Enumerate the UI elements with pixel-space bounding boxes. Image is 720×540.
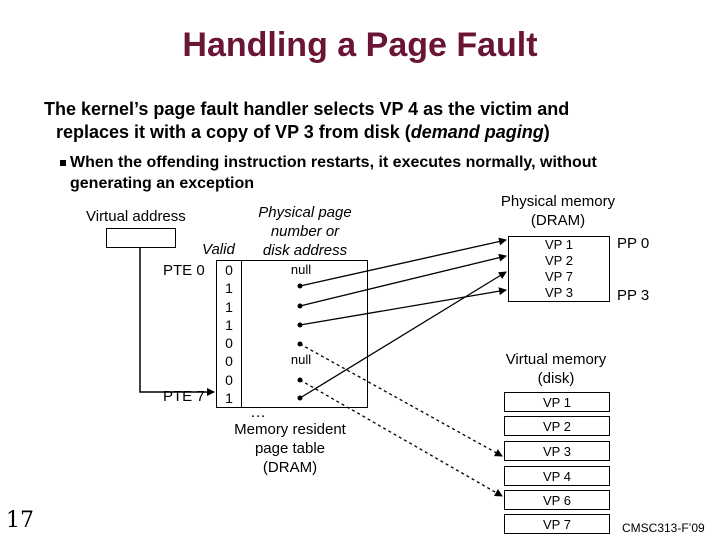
valid-bit: 1 bbox=[225, 280, 233, 297]
ellipsis: … bbox=[250, 404, 266, 421]
physical-memory: VP 1 VP 2 VP 7 VP 3 bbox=[508, 236, 610, 302]
main-bullet: The kernel’s page fault handler selects … bbox=[44, 98, 684, 144]
virtual-memory-label-line1: Virtual memory bbox=[505, 351, 607, 368]
caption-line3: (DRAM) bbox=[262, 459, 318, 476]
valid-bit: 1 bbox=[225, 389, 233, 406]
vm-cell: VP 3 bbox=[504, 441, 610, 461]
pp0-label: PP 0 bbox=[617, 235, 650, 252]
pte2-to-pp1-arrow bbox=[299, 253, 507, 307]
virtual-address-box bbox=[106, 228, 176, 248]
vm-cell: VP 6 bbox=[504, 490, 610, 510]
pte3-to-pp3-arrow bbox=[299, 287, 507, 326]
vm-cell: VP 4 bbox=[504, 466, 610, 486]
ppn-header: Physical page number or disk address bbox=[250, 203, 360, 260]
vm-cell: VP 1 bbox=[504, 392, 610, 412]
physical-memory-label-line2: (DRAM) bbox=[530, 212, 586, 229]
vm-cell-label: VP 7 bbox=[543, 517, 571, 532]
vm-cell-label: VP 6 bbox=[543, 493, 571, 508]
sub-bullet-line2: generating an exception bbox=[70, 175, 255, 192]
vm-cell: VP 7 bbox=[504, 514, 610, 534]
main-bullet-line2-post: ) bbox=[543, 122, 550, 142]
square-bullet-icon bbox=[60, 159, 66, 166]
valid-bit: 1 bbox=[225, 316, 233, 333]
vm-cell-label: VP 1 bbox=[543, 395, 571, 410]
slide-title: Handling a Page Fault bbox=[182, 26, 538, 64]
pte6-to-disk-arrow bbox=[299, 379, 503, 497]
valid-bit: 1 bbox=[225, 298, 233, 315]
physical-memory-label: Physical memory (DRAM) bbox=[488, 192, 628, 230]
caption-line1: Memory resident bbox=[234, 421, 346, 438]
main-bullet-line1: The kernel’s page fault handler selects … bbox=[44, 99, 570, 119]
pm-cell: VP 7 bbox=[545, 269, 573, 284]
sub-bullet: When the offending instruction restarts,… bbox=[60, 152, 700, 194]
course-footer: CMSC313-F’09 bbox=[622, 521, 705, 535]
pte0-null: null bbox=[290, 262, 312, 277]
valid-header: Valid bbox=[202, 241, 235, 258]
ppn-header-line1: Physical page bbox=[258, 204, 352, 221]
pm-cell: VP 1 bbox=[545, 237, 573, 252]
virtual-address-label: Virtual address bbox=[86, 208, 186, 225]
pp3-label: PP 3 bbox=[617, 287, 650, 304]
pte5-null: null bbox=[290, 352, 312, 367]
vm-cell-label: VP 4 bbox=[543, 469, 571, 484]
sub-bullet-line1: When the offending instruction restarts,… bbox=[70, 154, 597, 171]
vm-cell: VP 2 bbox=[504, 416, 610, 436]
pte4-to-disk-arrow bbox=[299, 343, 503, 457]
va-to-pte7-arrow bbox=[139, 248, 215, 396]
virtual-memory-label-line2: (disk) bbox=[537, 370, 575, 387]
pm-cell: VP 2 bbox=[545, 253, 573, 268]
virtual-memory-label: Virtual memory (disk) bbox=[486, 350, 626, 388]
valid-bit: 0 bbox=[225, 335, 233, 351]
ppn-header-line3: disk address bbox=[262, 242, 348, 259]
vm-cell-label: VP 2 bbox=[543, 419, 571, 434]
main-bullet-line2: replaces it with a copy of VP 3 from dis… bbox=[44, 121, 684, 144]
page-table-divider bbox=[241, 261, 242, 407]
caption-line2: page table bbox=[254, 440, 326, 457]
valid-bit: 0 bbox=[225, 262, 233, 278]
valid-bit: 0 bbox=[225, 353, 233, 370]
ppn-header-line2: number or bbox=[270, 223, 340, 240]
page-table-caption: Memory resident page table (DRAM) bbox=[222, 420, 358, 477]
slide-number: 17 bbox=[6, 508, 34, 533]
valid-bit: 0 bbox=[225, 371, 233, 388]
pte0-label: PTE 0 bbox=[163, 262, 205, 279]
pm-cell: VP 3 bbox=[545, 285, 573, 300]
main-bullet-line2-pre: replaces it with a copy of VP 3 from dis… bbox=[56, 122, 411, 142]
vm-cell-label: VP 3 bbox=[543, 444, 571, 459]
demand-paging-emphasis: demand paging bbox=[410, 122, 544, 142]
pte7-to-pp2-arrow bbox=[299, 271, 507, 399]
physical-memory-label-line1: Physical memory bbox=[500, 193, 616, 210]
pte1-to-pp0-arrow bbox=[299, 237, 507, 287]
